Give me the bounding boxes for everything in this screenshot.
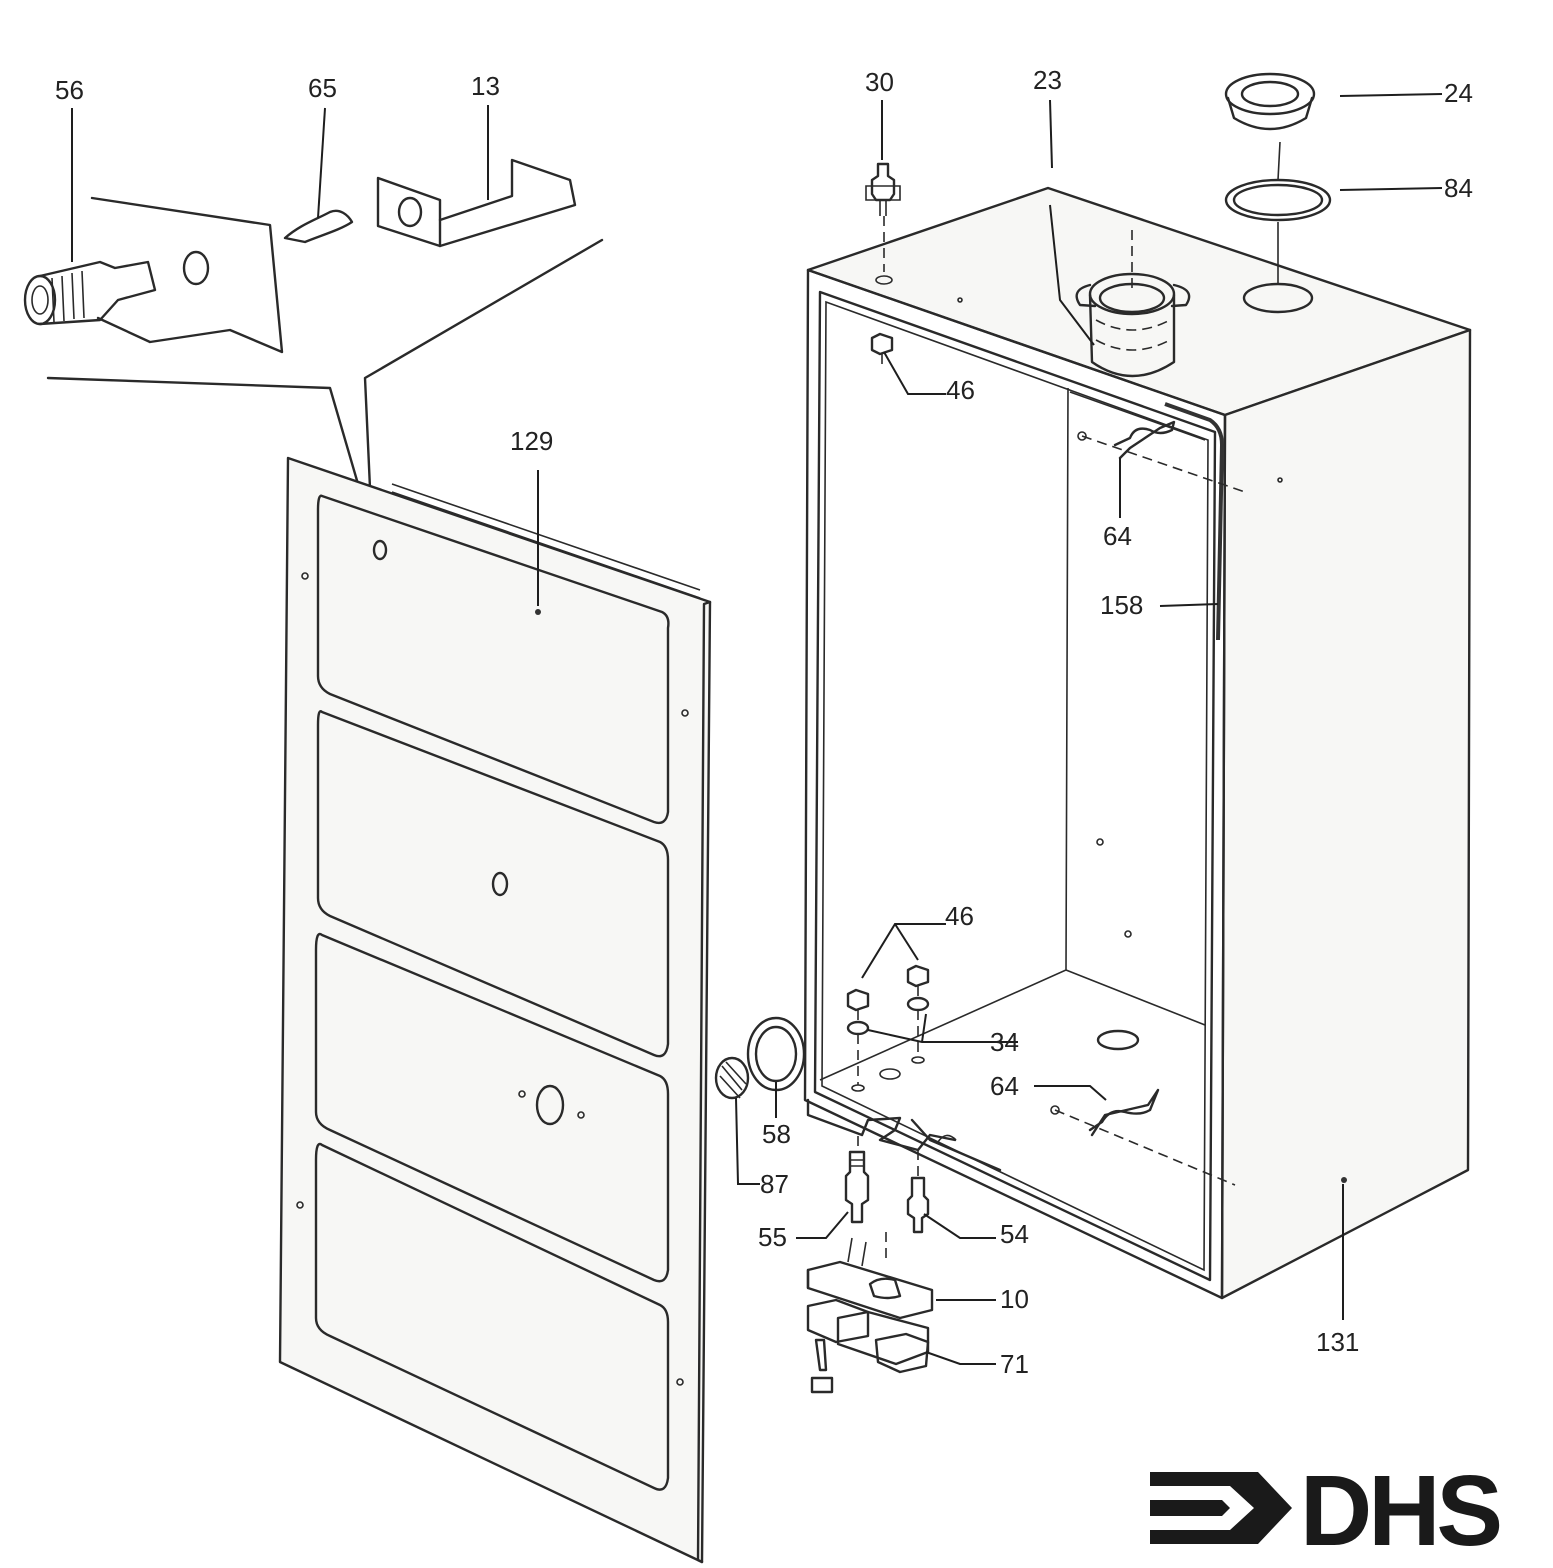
callout-34: 34 xyxy=(990,1027,1019,1057)
callout-129: 129 xyxy=(510,426,553,456)
callout-10: 10 xyxy=(1000,1284,1029,1314)
clip-part-65 xyxy=(283,209,354,244)
leader-lines xyxy=(71,93,1443,1365)
callout-87: 87 xyxy=(760,1169,789,1199)
strap-part-64-lower xyxy=(1050,1088,1236,1186)
callout-13: 13 xyxy=(471,71,500,101)
filter-part-87 xyxy=(714,1056,750,1100)
callout-84: 84 xyxy=(1444,173,1473,203)
stud-part-54 xyxy=(906,1150,930,1234)
nut-part-46-lower xyxy=(846,964,930,1085)
callout-46-upper: 46 xyxy=(946,375,975,405)
connector-part-56 xyxy=(23,250,210,326)
callout-30: 30 xyxy=(865,67,894,97)
callout-54: 54 xyxy=(1000,1219,1029,1249)
callout-131: 131 xyxy=(1316,1327,1359,1357)
callout-64-lower: 64 xyxy=(990,1071,1019,1101)
callout-23: 23 xyxy=(1033,65,1062,95)
callout-64-upper: 64 xyxy=(1103,521,1132,551)
callout-56: 56 xyxy=(55,75,84,105)
logo-arrow-inner-icon xyxy=(1150,1500,1230,1516)
nut-part-46-upper xyxy=(870,332,894,368)
strap-part-64-upper xyxy=(1077,420,1246,493)
ring-part-58 xyxy=(746,1016,806,1092)
bolt-part-30 xyxy=(865,162,901,272)
front-panel-129 xyxy=(278,456,712,1564)
logo-arrow-icon xyxy=(1150,1472,1292,1544)
callout-65: 65 xyxy=(308,73,337,103)
dhs-logo: DHS xyxy=(1150,1455,1503,1567)
callout-labels: 56 65 13 30 23 24 84 46 64 129 158 46 34… xyxy=(55,65,1473,1379)
callout-55: 55 xyxy=(758,1222,787,1252)
screw-part-71 xyxy=(810,1338,834,1394)
bracket-part-10 xyxy=(806,1232,934,1320)
ring-part-84 xyxy=(1224,178,1332,222)
logo-text: DHS xyxy=(1300,1455,1499,1567)
callout-46-lower: 46 xyxy=(945,901,974,931)
stud-part-55 xyxy=(844,1136,870,1224)
callout-58: 58 xyxy=(762,1119,791,1149)
callout-24: 24 xyxy=(1444,78,1473,108)
callout-71: 71 xyxy=(1000,1349,1029,1379)
callout-158: 158 xyxy=(1100,590,1143,620)
bracket-part-13 xyxy=(376,158,577,248)
grommet-part-24 xyxy=(1224,72,1316,131)
flue-assembly xyxy=(1075,230,1191,378)
casing-131 xyxy=(803,186,1472,1300)
